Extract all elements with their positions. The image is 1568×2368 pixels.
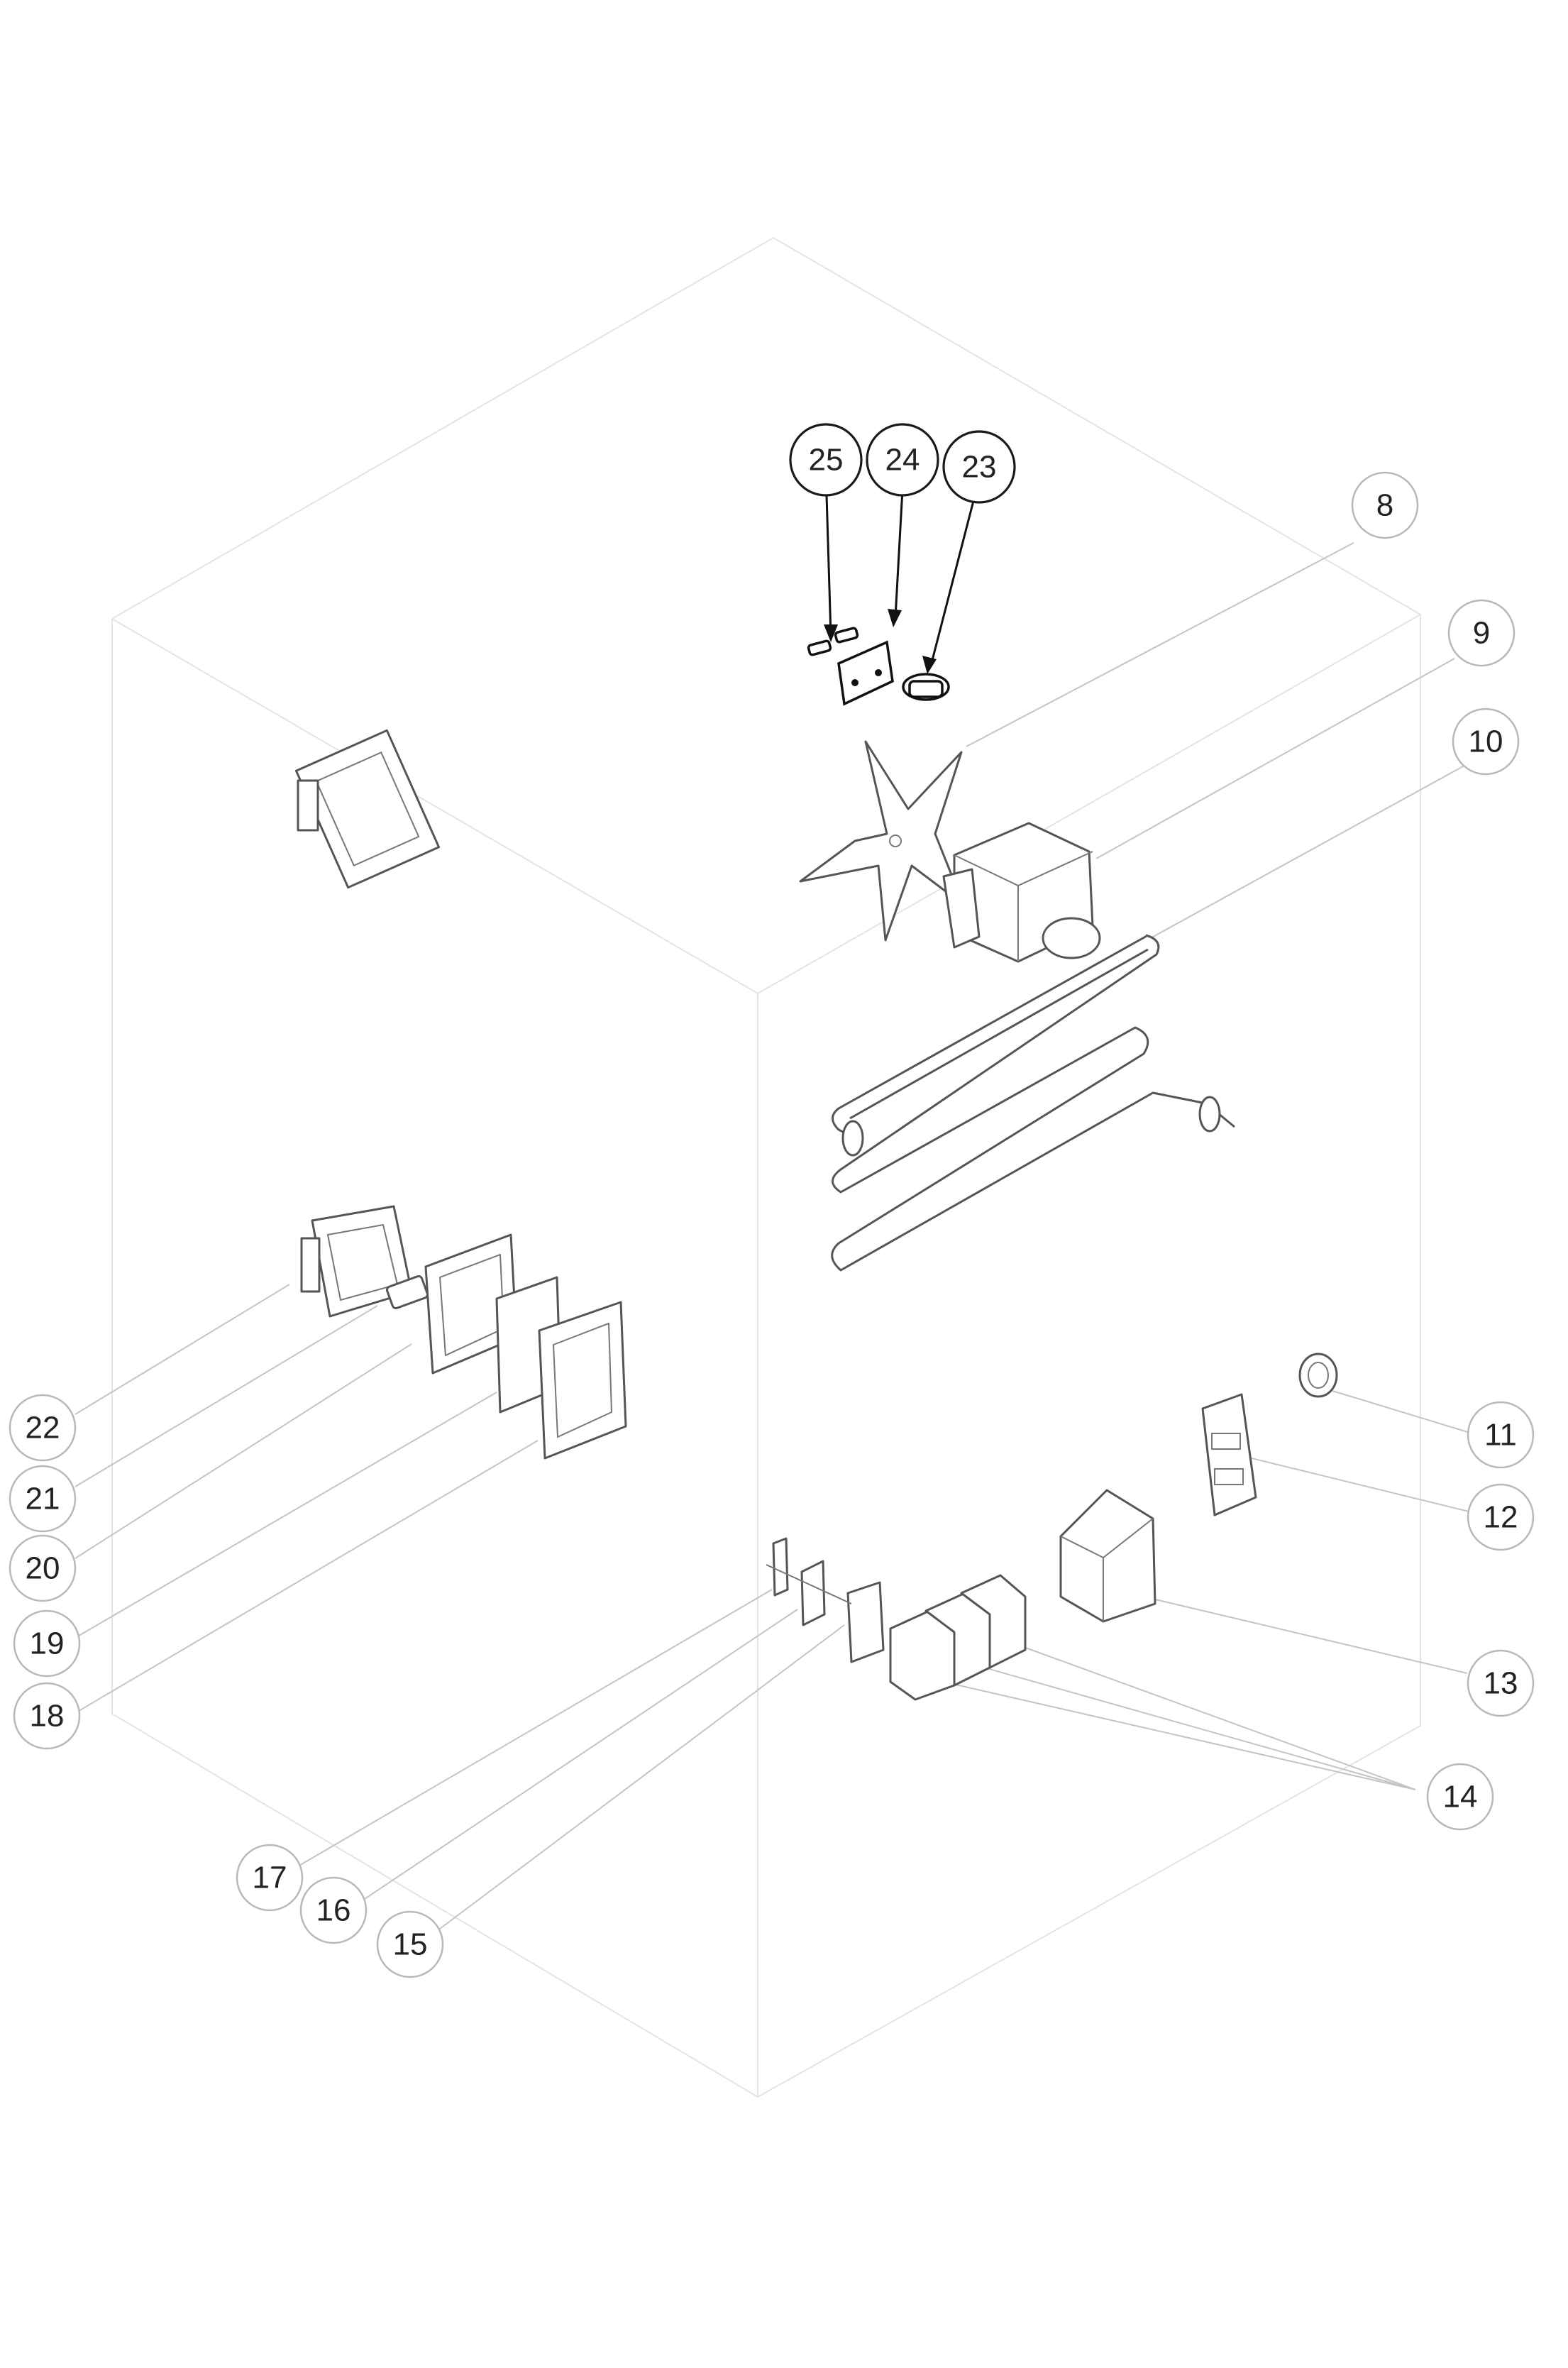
callout-16: 16: [299, 1876, 368, 1944]
part-16-washer: [800, 1560, 826, 1626]
svg-text:9: 9: [1473, 616, 1490, 651]
part-25-screws: [807, 627, 859, 656]
svg-text:15: 15: [393, 1927, 428, 1962]
leader-lines-top: [824, 489, 975, 674]
part-14-switches: [889, 1574, 1027, 1701]
part-12-terminal-block: [1201, 1393, 1257, 1516]
part-door-hinge-top: [294, 729, 441, 889]
svg-text:22: 22: [26, 1411, 60, 1445]
leader-12: [1242, 1455, 1469, 1512]
leader-23: [929, 500, 975, 666]
callout-20: 20: [9, 1534, 77, 1602]
svg-text:21: 21: [26, 1482, 60, 1516]
arrowhead-23: [922, 656, 937, 674]
callout-18: 18: [13, 1682, 81, 1750]
leader-8: [966, 542, 1354, 747]
callout-19: 19: [13, 1609, 81, 1678]
leader-17: [297, 1589, 773, 1867]
leader-18: [74, 1440, 539, 1714]
part-17-shaft: [766, 1537, 852, 1604]
callout-22: 22: [9, 1394, 77, 1462]
svg-text:12: 12: [1484, 1500, 1518, 1535]
leader-9: [1095, 658, 1455, 859]
callout-11: 11: [1467, 1401, 1535, 1469]
part-13-transformer: [1059, 1489, 1156, 1623]
arrowhead-25: [824, 624, 838, 642]
callout-9: 9: [1447, 599, 1515, 667]
svg-text:24: 24: [885, 443, 920, 478]
cabinet-outline: [111, 236, 1421, 2098]
part-11-thermostat-knob: [1298, 1353, 1338, 1398]
leader-15: [428, 1624, 845, 1938]
svg-text:17: 17: [253, 1861, 287, 1895]
leader-21: [74, 1305, 378, 1487]
callout-25: 25: [789, 423, 863, 497]
callout-10: 10: [1452, 707, 1520, 776]
svg-text:11: 11: [1484, 1418, 1517, 1453]
arrowhead-24: [888, 609, 902, 627]
callout-13: 13: [1467, 1649, 1535, 1717]
leader-lines: [74, 542, 1473, 1938]
callout-15: 15: [376, 1910, 444, 1978]
callout-14: 14: [1426, 1763, 1494, 1831]
part-18-frame: [538, 1301, 627, 1460]
callout-12: 12: [1467, 1483, 1535, 1551]
svg-text:13: 13: [1484, 1666, 1518, 1701]
leader-20: [74, 1343, 412, 1559]
leader-14b: [959, 1660, 1416, 1790]
leader-19: [74, 1392, 497, 1639]
part-23-thermostat: [902, 673, 950, 701]
leader-25: [825, 495, 832, 636]
callout-24: 24: [866, 423, 939, 497]
svg-text:18: 18: [30, 1699, 65, 1734]
leader-14a: [1005, 1640, 1416, 1790]
leader-13: [1149, 1597, 1468, 1674]
leader-10: [1147, 766, 1464, 940]
leader-24: [894, 489, 904, 618]
leader-22: [74, 1284, 290, 1415]
part-24-bracket: [837, 640, 894, 706]
callout-21: 21: [9, 1465, 77, 1533]
svg-text:14: 14: [1443, 1780, 1478, 1814]
leader-14c: [930, 1678, 1416, 1790]
svg-text:25: 25: [809, 443, 844, 478]
part-21-clip: [386, 1274, 429, 1310]
svg-text:10: 10: [1469, 725, 1503, 759]
svg-text:23: 23: [962, 450, 997, 485]
leader-16: [360, 1609, 798, 1902]
callout-8: 8: [1351, 471, 1419, 539]
part-8-fan-blade: [799, 740, 965, 942]
svg-text:19: 19: [30, 1626, 65, 1661]
part-10-heating-element: [831, 934, 1235, 1272]
callout-23: 23: [942, 430, 1016, 504]
svg-text:8: 8: [1376, 488, 1393, 523]
part-15-plate: [846, 1581, 885, 1663]
svg-text:20: 20: [26, 1551, 60, 1586]
leader-11: [1332, 1390, 1473, 1434]
callout-17: 17: [236, 1844, 304, 1912]
svg-text:16: 16: [316, 1893, 351, 1928]
part-9-fan-motor: [942, 822, 1101, 963]
